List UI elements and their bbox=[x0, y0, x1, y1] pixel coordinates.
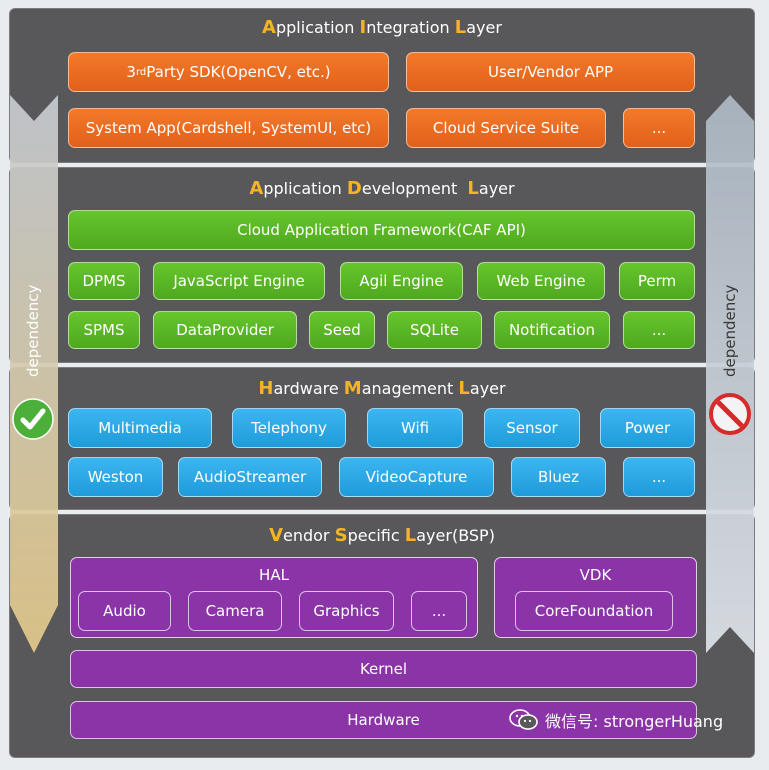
user-vendor-app-box: User/Vendor APP bbox=[406, 52, 695, 92]
sensor-box: Sensor bbox=[484, 408, 580, 448]
hal-more-box: ... bbox=[411, 591, 467, 631]
videocapture-box: VideoCapture bbox=[339, 457, 494, 497]
seed-box: Seed bbox=[309, 311, 375, 349]
power-box: Power bbox=[600, 408, 695, 448]
audiostreamer-box: AudioStreamer bbox=[178, 457, 322, 497]
kernel-box: Kernel bbox=[70, 650, 697, 688]
watermark-text: 微信号: strongerHuang bbox=[545, 712, 724, 731]
wechat-watermark: 微信号: strongerHuang bbox=[509, 708, 723, 732]
dataprovider-box: DataProvider bbox=[153, 311, 297, 349]
left-dependency-label: dependency bbox=[24, 284, 42, 377]
wechat-icon bbox=[509, 709, 538, 730]
sqlite-box: SQLite bbox=[387, 311, 482, 349]
javascript-engine-box: JavaScript Engine bbox=[153, 262, 325, 300]
agil-engine-box: Agil Engine bbox=[340, 262, 463, 300]
hardware-more-box: ... bbox=[623, 457, 695, 497]
system-app-box: System App(Cardshell, SystemUI, etc) bbox=[68, 108, 389, 148]
telephony-box: Telephony bbox=[232, 408, 346, 448]
perm-box: Perm bbox=[619, 262, 695, 300]
development-layer-title: Application Development Layer bbox=[249, 178, 515, 199]
spms-box: SPMS bbox=[68, 311, 140, 349]
hardware-box: Hardware bbox=[70, 701, 697, 739]
camera-box: Camera bbox=[188, 591, 282, 631]
corefoundation-box: CoreFoundation bbox=[515, 591, 673, 631]
caf-api-box: Cloud Application Framework(CAF API) bbox=[68, 210, 695, 250]
hal-title: HAL bbox=[259, 566, 289, 584]
right-dependency-arrow bbox=[706, 95, 754, 653]
right-dependency-label: dependency bbox=[721, 284, 739, 377]
wifi-box: Wifi bbox=[367, 408, 463, 448]
weston-box: Weston bbox=[68, 457, 163, 497]
no-entry-icon bbox=[709, 393, 751, 435]
integration-more-box: ... bbox=[623, 108, 695, 148]
cloud-service-suite-box: Cloud Service Suite bbox=[406, 108, 606, 148]
dpms-box: DPMS bbox=[68, 262, 140, 300]
check-icon bbox=[12, 398, 54, 440]
left-dependency-arrow bbox=[10, 95, 58, 653]
development-more-box: ... bbox=[623, 311, 695, 349]
web-engine-box: Web Engine bbox=[477, 262, 605, 300]
graphics-box: Graphics bbox=[299, 591, 394, 631]
multimedia-box: Multimedia bbox=[68, 408, 212, 448]
vendor-layer-title: Vendor Specific Layer(BSP) bbox=[269, 525, 495, 546]
vdk-title: VDK bbox=[579, 566, 612, 584]
audio-box: Audio bbox=[78, 591, 171, 631]
notification-box: Notification bbox=[494, 311, 610, 349]
bluez-box: Bluez bbox=[511, 457, 606, 497]
hardware-management-layer-title: Hardware Management Layer bbox=[258, 378, 506, 399]
integration-layer-title: Application Integration Layer bbox=[262, 17, 502, 38]
